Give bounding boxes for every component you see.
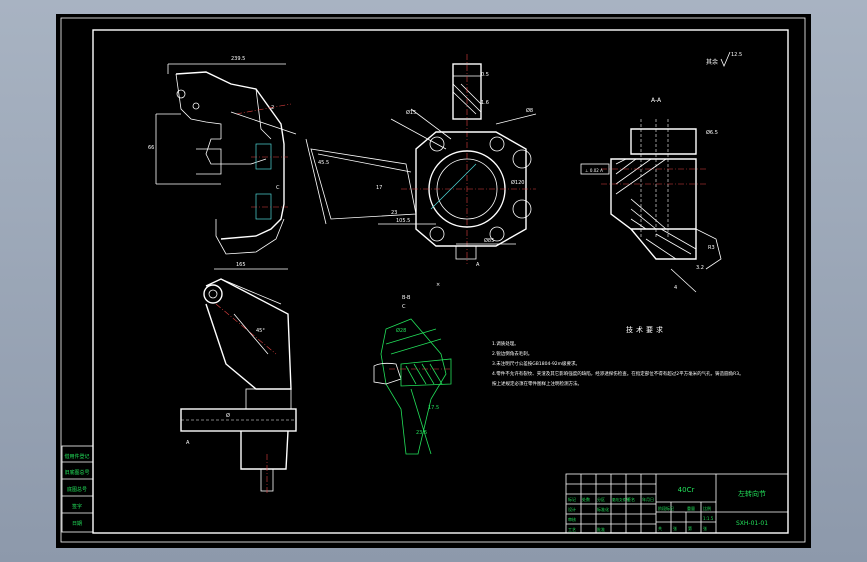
tb-label-process: 工艺 <box>568 527 576 532</box>
svg-text:66: 66 <box>148 145 154 151</box>
tech-item-4: 4.零件不允许有裂纹、夹渣及其它影响强度的缺陷，经渗透探伤检查。在指定部位不得有… <box>492 370 744 377</box>
tb-sheet-2: 张 <box>673 525 677 531</box>
svg-text:23: 23 <box>391 210 397 216</box>
svg-text:17: 17 <box>376 185 382 191</box>
svg-text:×: × <box>436 282 440 288</box>
tb-header-3: 分区 <box>597 496 605 502</box>
svg-text:Ø15: Ø15 <box>406 109 416 116</box>
tb-stage-mark: 阶段标记 <box>658 505 674 511</box>
tb-sheet-3: 第 <box>688 525 692 531</box>
view-lower-left: 165 45° Ø A <box>180 262 297 494</box>
svg-text:Ø: Ø <box>226 412 230 419</box>
view-top-left: 239.5 66 C 2 <box>148 56 297 255</box>
svg-text:0.5: 0.5 <box>481 72 489 78</box>
dim-arm-len: 105.5 <box>396 218 410 224</box>
svg-text:Ø8: Ø8 <box>526 107 533 114</box>
svg-text:45.5: 45.5 <box>318 160 329 166</box>
dim-flange-pcd: Ø85 <box>484 237 494 244</box>
tb-sheet-1: 共 <box>658 525 662 531</box>
tb-scale-label: 比例 <box>703 505 711 511</box>
label-section-bb: B-B <box>402 295 411 301</box>
tech-heading: 技术要求 <box>626 325 666 334</box>
stamp-line-3: 底图总号 <box>67 486 87 493</box>
svg-text:23.5: 23.5 <box>416 430 427 436</box>
tech-item-5: 按上述规定必须在零件图样上注明检测方法。 <box>492 380 582 387</box>
corner-markers: × A <box>436 262 480 288</box>
tb-weight: 重量 <box>687 505 695 511</box>
svg-text:17.5: 17.5 <box>428 405 439 411</box>
svg-text:2: 2 <box>271 105 274 111</box>
tb-header-2: 处数 <box>582 496 590 502</box>
roughness-note: 其余 <box>706 58 718 66</box>
tech-requirements: 技术要求 1.调质处理。 2.锐边倒角去毛刺。 3.未注明尺寸公差按GB1804… <box>492 325 744 387</box>
tb-label-approve: 批准 <box>597 526 605 532</box>
title-block: 标记 处数 分区 更改文件号 签名 年月日 设计 标准化 审核 工艺 批准 40… <box>565 473 789 534</box>
svg-text:R3: R3 <box>708 245 715 251</box>
tb-label-standard: 标准化 <box>597 506 609 512</box>
svg-text:⊥ 0.02 A: ⊥ 0.02 A <box>585 168 603 173</box>
svg-text:12.5: 12.5 <box>731 52 742 58</box>
label-section-aa: A-A <box>651 97 662 104</box>
svg-text:A: A <box>186 440 190 446</box>
svg-text:3.2: 3.2 <box>696 265 704 271</box>
outer-border <box>60 17 806 543</box>
section-bb: B-B C 23.5 17.5 Ø28 <box>373 295 452 455</box>
svg-text:A: A <box>476 262 480 268</box>
tb-header-6: 年月日 <box>642 496 654 502</box>
drawing-sheet: 借用件登记 旧底图总号 底图总号 签字 日期 239.5 66 C 2 165 <box>60 17 806 543</box>
view-center-flange: 45.5 17 23 105.5 Ø85 Ø120 Ø15 Ø8 0.5 1.6 <box>305 54 537 264</box>
dim-bore: Ø120 <box>511 179 524 186</box>
side-stamp-table: 借用件登记 旧底图总号 底图总号 签字 日期 <box>61 445 94 533</box>
svg-text:C: C <box>276 185 280 191</box>
section-aa: A-A 其余 12.5 ⊥ 0.02 A Ø6.5 R3 3.2 4 <box>580 51 742 293</box>
dim-lower-width: 165 <box>236 262 246 268</box>
tb-drawing-number: SXH-01-01 <box>736 520 768 527</box>
tb-header-4: 更改文件号 <box>612 497 630 502</box>
tb-material: 40Cr <box>678 486 695 494</box>
tb-sheet-4: 张 <box>703 525 707 531</box>
dim-top-width: 239.5 <box>231 56 245 62</box>
stamp-line-4: 签字 <box>72 503 82 510</box>
tech-item-3: 3.未注明尺寸公差按GB1804-92m级要求。 <box>492 360 580 367</box>
tb-header-1: 标记 <box>568 496 576 502</box>
svg-text:1.6: 1.6 <box>481 100 489 106</box>
stamp-line-5: 日期 <box>72 521 82 527</box>
tech-item-2: 2.锐边倒角去毛刺。 <box>492 350 532 357</box>
inner-frame <box>92 29 789 534</box>
stamp-line-2: 旧底图总号 <box>64 469 89 476</box>
tech-item-1: 1.调质处理。 <box>492 340 519 347</box>
svg-text:4: 4 <box>674 285 677 291</box>
cad-drawing-canvas[interactable]: 借用件登记 旧底图总号 底图总号 签字 日期 239.5 66 C 2 165 <box>56 14 811 548</box>
tb-part-name: 左转向节 <box>738 489 766 498</box>
tb-label-design: 设计 <box>568 506 576 512</box>
tb-label-review: 审核 <box>568 516 576 522</box>
tb-scale-value: 1:1.5 <box>703 516 714 521</box>
svg-text:45°: 45° <box>256 328 265 334</box>
label-view-c: C <box>402 304 406 310</box>
tb-header-5: 签名 <box>627 496 635 502</box>
svg-text:Ø6.5: Ø6.5 <box>706 129 718 136</box>
svg-text:Ø28: Ø28 <box>396 327 406 334</box>
stamp-line-1: 借用件登记 <box>64 453 89 460</box>
